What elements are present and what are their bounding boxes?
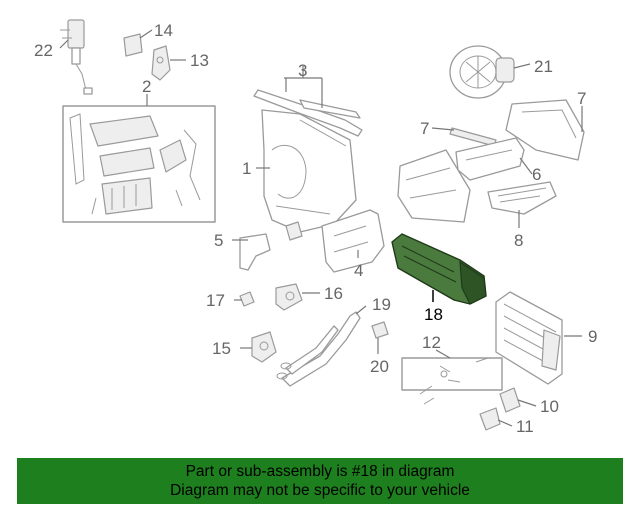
- callout-11: 11: [516, 417, 534, 436]
- callout-16: 16: [324, 284, 343, 303]
- part-7-duct-drawing: [505, 99, 585, 161]
- callout-20: 20: [370, 357, 389, 376]
- part-11-clip-drawing: [479, 407, 501, 431]
- callout-22: 22: [34, 41, 53, 60]
- leader-lines: [59, 29, 583, 427]
- callout-1: 1: [242, 159, 251, 178]
- callout-19: 19: [372, 295, 391, 314]
- callout-5: 5: [214, 231, 223, 250]
- part-7-strip-drawing: [449, 127, 497, 147]
- banner-line-part: Part or sub-assembly is #18 in diagram: [185, 463, 455, 480]
- part-3-seal-drawing: [253, 89, 363, 137]
- part-17-clip-drawing: [239, 291, 255, 307]
- callout-18-highlighted[interactable]: 18: [424, 305, 443, 324]
- callout-17: 17: [206, 291, 225, 310]
- part-14-clip-drawing: [123, 33, 143, 57]
- parts-diagram: 22 14 13 2 3 21 7 7 1 6 8 5 4 18 9 17 16…: [34, 19, 597, 436]
- banner-line-disclaimer: Diagram may not be specific to your vehi…: [170, 482, 470, 499]
- callout-2: 2: [142, 77, 151, 96]
- part-8-filter-drawing: [487, 181, 557, 215]
- part-15-actuator-drawing: [251, 331, 277, 363]
- callout-7-right: 7: [577, 89, 586, 108]
- part-21-blower-drawing: [449, 45, 515, 99]
- part-19-pipe-drawing: [276, 311, 361, 387]
- callout-8: 8: [514, 231, 523, 250]
- part-13-bracket-drawing: [151, 45, 171, 81]
- part-2-linkage-box: [62, 105, 216, 223]
- part-6-duct-drawing: [455, 137, 525, 181]
- callout-4: 4: [354, 261, 363, 280]
- part-4-duct-drawing: [321, 209, 385, 273]
- callout-6: 6: [532, 165, 541, 184]
- callout-10: 10: [540, 397, 559, 416]
- filter-housing-drawing: [397, 149, 471, 223]
- part-9-evaporator-drawing: [495, 291, 563, 385]
- callout-14: 14: [154, 21, 173, 40]
- part-16-actuator-drawing: [275, 283, 303, 311]
- callout-labels: 22 14 13 2 3 21 7 7 1 6 8 5 4 18 9 17 16…: [34, 21, 597, 436]
- part-12-kit-box: [401, 357, 503, 405]
- callout-3: 3: [298, 61, 307, 80]
- callout-7-left: 7: [420, 119, 429, 138]
- part-1-housing-drawing: [261, 109, 357, 241]
- callout-9: 9: [588, 327, 597, 346]
- part-20-cap-drawing: [371, 321, 389, 339]
- part-18-heater-core[interactable]: [391, 233, 487, 305]
- part-22-sensor-drawing: [60, 19, 93, 95]
- part-5-bracket-drawing: [239, 233, 271, 271]
- part-10-valve-drawing: [499, 387, 521, 413]
- callout-12: 12: [422, 333, 441, 352]
- callout-15: 15: [212, 339, 231, 358]
- callout-13: 13: [190, 51, 209, 70]
- info-banner: Part or sub-assembly is #18 in diagram D…: [17, 458, 623, 504]
- callout-21: 21: [534, 57, 553, 76]
